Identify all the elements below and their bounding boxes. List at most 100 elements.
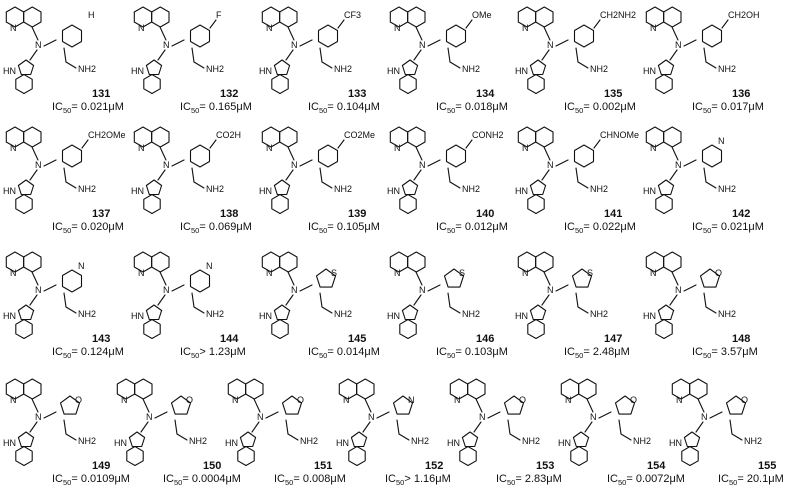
bond (575, 167, 579, 183)
bond (171, 39, 185, 47)
ring-heteroatom: S (459, 268, 465, 278)
bond (319, 47, 323, 63)
bond (413, 169, 422, 181)
benzene-ring (573, 144, 595, 168)
imidazole-ring (273, 304, 291, 321)
bond (487, 411, 501, 419)
bond (65, 61, 77, 69)
hn-atom: HN (131, 66, 144, 76)
ic50-label: IC (52, 221, 63, 233)
amine-n-atom: N (35, 285, 42, 295)
ic50-subscript: 50 (63, 351, 72, 361)
thiophene-ring (571, 268, 593, 288)
bond (729, 419, 733, 435)
benzene-ring (271, 318, 289, 340)
hn-atom: HN (515, 66, 528, 76)
amine-n-atom: N (547, 285, 554, 295)
bond (362, 421, 371, 433)
ic50-value: IC50= 0.124μM (52, 346, 124, 360)
bond (465, 139, 473, 149)
bond (473, 421, 482, 433)
nh2-label: NH2 (300, 436, 318, 446)
quinoline-n-atom: N (343, 395, 350, 405)
ic50-value: IC50= 0.022μM (564, 221, 636, 235)
ic50-subscript: 50 (575, 226, 584, 236)
pyridine-ring (701, 144, 723, 168)
ic50-value: IC50= 0.002μM (564, 101, 636, 115)
ic50-number: > 1.23μM (199, 346, 246, 358)
bond (285, 49, 294, 61)
ic50-value: IC50= 3.57μM (692, 346, 758, 360)
bond (683, 284, 697, 292)
cyclohexane-ring (407, 126, 426, 148)
compound-number: 134 (476, 88, 495, 100)
ic50-label: IC (692, 346, 703, 358)
imidazole-ring (145, 179, 163, 196)
ring-n-atom: N (78, 261, 85, 271)
compound-number: 137 (92, 208, 111, 220)
ic50-value: IC50= 0.017μM (692, 101, 764, 115)
substituent-label: CH2OH (728, 10, 760, 20)
hn-atom: HN (3, 438, 16, 448)
ic50-subscript: 50 (63, 226, 72, 236)
ic50-label: IC (180, 346, 191, 358)
substituent-label: H (88, 10, 95, 20)
compound-number: 144 (220, 333, 239, 345)
bond (321, 61, 333, 69)
ic50-subscript: 50 (191, 226, 200, 236)
bond (427, 284, 441, 292)
compound-number: 139 (348, 208, 367, 220)
ic50-number: = 3.57μM (711, 346, 758, 358)
bond (29, 169, 38, 181)
compound-number: 146 (476, 333, 495, 345)
bond (598, 411, 612, 419)
ic50-number: = 0.104μM (327, 101, 380, 113)
amine-n-atom: N (675, 40, 682, 50)
hn-atom: HN (259, 66, 272, 76)
cyclohexane-ring (23, 251, 42, 273)
ic50-subscript: 50 (319, 351, 328, 361)
bond (209, 139, 217, 149)
cyclohexane-ring (279, 126, 298, 148)
imidazole-ring (461, 431, 479, 448)
ic50-value: IC50= 0.105μM (308, 221, 380, 235)
hn-atom: HN (225, 438, 238, 448)
imidazole-ring (401, 179, 419, 196)
benzene-ring (701, 24, 723, 48)
bond (43, 39, 57, 47)
bond (43, 411, 57, 419)
ic50-subscript: 50 (447, 351, 456, 361)
compound-number: 151 (314, 460, 333, 472)
ic50-number: = 2.83μM (515, 473, 562, 485)
bond (193, 61, 205, 69)
imidazole-ring (239, 431, 257, 448)
imidazole-ring (273, 179, 291, 196)
compound-number: 141 (604, 208, 623, 220)
quinoline-n-atom: N (10, 143, 17, 153)
nh2-label: NH2 (334, 184, 352, 194)
ic50-label: IC (564, 221, 575, 233)
nh2-label: NH2 (462, 184, 480, 194)
hn-atom: HN (515, 186, 528, 196)
nh2-label: NH2 (718, 309, 736, 319)
ic50-value: IC50= 0.069μM (180, 221, 252, 235)
ic50-number: = 0.017μM (711, 101, 764, 113)
cyclohexane-ring (407, 251, 426, 273)
ic50-label: IC (436, 221, 447, 233)
cyclohexane-ring (356, 378, 375, 400)
benzene-ring (681, 445, 699, 467)
quinoline-n-atom: N (266, 23, 273, 33)
compound-number: 138 (220, 208, 239, 220)
ring-heteroatom: O (715, 268, 722, 278)
bond (697, 398, 705, 413)
